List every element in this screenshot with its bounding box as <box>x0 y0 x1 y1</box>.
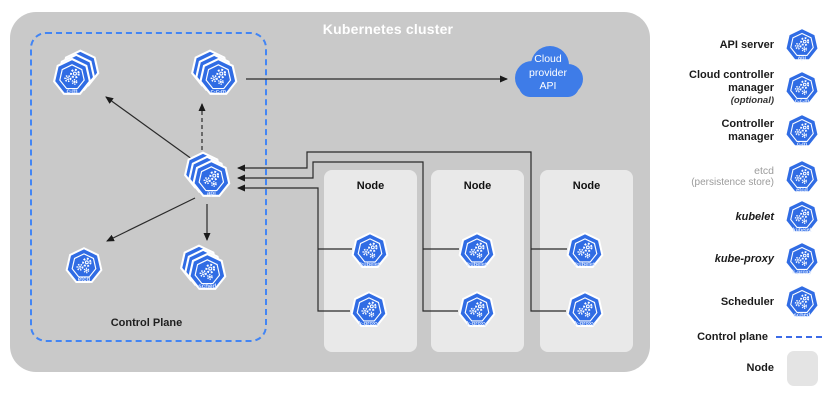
cloud-controller-manager-icon: c-c-m <box>782 68 822 108</box>
svg-text:c-c-m: c-c-m <box>795 98 810 104</box>
svg-text:k-proxy: k-proxy <box>575 321 596 327</box>
kube-proxy-icon: k-proxy <box>456 289 498 331</box>
legend-note: (persistence store) <box>691 177 774 189</box>
svg-text:c-m: c-m <box>66 88 78 95</box>
svg-text:kubelet: kubelet <box>467 262 487 268</box>
legend-row-node: Node <box>670 346 822 390</box>
node-label: Node <box>572 180 601 192</box>
legend-panel: API server api Cloud controller manager … <box>660 0 838 404</box>
kubelet-icon: kubelet <box>782 197 822 237</box>
cloud-controller-manager-icon: c-c-m <box>190 49 240 99</box>
node-box-sample <box>782 350 822 386</box>
svg-text:sched: sched <box>198 283 216 290</box>
legend-row-kubelet: kubelet kubelet <box>670 195 822 239</box>
cloud-provider-api-label: Cloud provider API <box>529 53 567 93</box>
svg-text:api: api <box>798 55 807 61</box>
legend-label: Node <box>746 361 775 374</box>
legend-label: Scheduler <box>720 295 774 308</box>
legend-row-controller-manager: Controller manager c-m <box>670 109 822 153</box>
legend-row-api-server: API server api <box>670 23 822 67</box>
kube-proxy-icon: k-proxy <box>564 289 606 331</box>
svg-text:c-c-m: c-c-m <box>211 89 227 95</box>
node-label: Node <box>356 180 385 192</box>
control-plane-label: Control Plane <box>110 317 183 329</box>
cluster-title: Kubernetes cluster <box>322 21 454 37</box>
cloud-provider-api-shape <box>506 40 590 104</box>
legend-label: kubelet <box>735 210 774 223</box>
legend-row-scheduler: Scheduler sched <box>670 280 822 324</box>
svg-text:etcd: etcd <box>78 277 91 283</box>
svg-text:c-m: c-m <box>797 141 807 147</box>
legend-row-control-plane: Control plane <box>670 315 822 359</box>
dashed-line-sample <box>776 336 822 338</box>
legend-label: Control plane <box>697 330 768 343</box>
controller-manager-icon: c-m <box>782 111 822 151</box>
legend-note: (optional) <box>730 95 774 107</box>
legend-label: Cloud controller manager (optional) <box>670 69 774 106</box>
svg-text:kubelet: kubelet <box>360 262 380 268</box>
legend-row-etcd: etcd (persistence store) etcd <box>670 155 822 199</box>
kubelet-icon: kubelet <box>564 230 606 272</box>
svg-text:api: api <box>207 190 216 197</box>
api-server-icon: api <box>183 151 233 201</box>
svg-text:k-proxy: k-proxy <box>467 321 488 327</box>
scheduler-icon: sched <box>179 244 229 294</box>
node-label: Node <box>463 180 492 192</box>
legend-row-kube-proxy: kube-proxy k-proxy <box>670 237 822 281</box>
controller-manager-icon: c-m <box>52 49 102 99</box>
etcd-icon: etcd <box>63 245 105 287</box>
etcd-icon: etcd <box>782 157 822 197</box>
legend-label: etcd (persistence store) <box>670 165 774 189</box>
svg-text:sched: sched <box>794 312 811 318</box>
svg-text:kubelet: kubelet <box>575 262 595 268</box>
svg-text:k-proxy: k-proxy <box>792 269 811 275</box>
kubelet-icon: kubelet <box>349 230 391 272</box>
scheduler-icon: sched <box>782 282 822 322</box>
legend-row-cloud-controller-manager: Cloud controller manager (optional) c-c-… <box>670 66 822 110</box>
legend-label: Controller manager <box>721 118 774 143</box>
api-server-icon: api <box>782 25 822 65</box>
svg-text:kubelet: kubelet <box>793 227 812 233</box>
kube-proxy-icon: k-proxy <box>348 289 390 331</box>
kubelet-icon: kubelet <box>456 230 498 272</box>
svg-text:k-proxy: k-proxy <box>359 321 380 327</box>
kube-proxy-icon: k-proxy <box>782 239 822 279</box>
legend-label: kube-proxy <box>714 252 774 265</box>
legend-label: API server <box>719 38 774 51</box>
svg-text:etcd: etcd <box>796 187 808 193</box>
